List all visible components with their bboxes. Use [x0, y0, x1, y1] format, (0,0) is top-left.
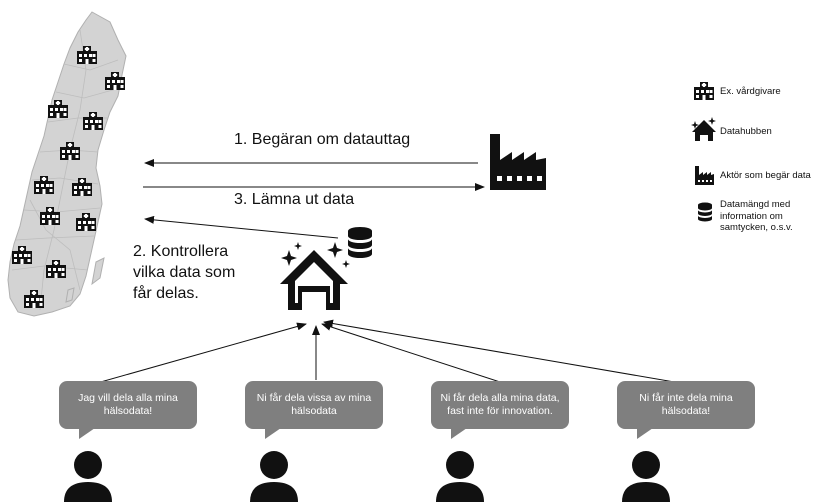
bubble-share-none: Ni får inte dela mina hälsodata! — [617, 381, 755, 439]
step-check-line-1: 2. Kontrollera — [133, 243, 229, 260]
consent-lines — [89, 319, 687, 386]
check-arrow — [144, 215, 339, 239]
legend-item-factory: Aktör som begär data — [720, 170, 811, 181]
person-icon — [64, 451, 112, 502]
bubble-share-no-innovation: Ni får dela alla mina data, fast inte fö… — [431, 381, 569, 439]
person-icon — [622, 451, 670, 502]
step-check-label: 2. Kontrollera vilka data som får delas. — [133, 241, 235, 304]
legend-item-database: Datamängd med information om samtycken, … — [720, 199, 793, 233]
step-check-line-2: vilka data som — [133, 264, 236, 281]
bubble-share-some: Ni får dela vissa av mina hälsodata — [245, 381, 383, 439]
legend-datahub-icon — [691, 117, 716, 141]
person-icon — [250, 451, 298, 502]
bubble-share-all: Jag vill dela alla mina hälsodata! — [59, 381, 197, 439]
factory-icon — [490, 134, 546, 190]
person-icon — [436, 451, 484, 502]
legend-hospital-icon — [694, 82, 714, 100]
step-release-label: 3. Lämna ut data — [234, 191, 355, 208]
step-check-line-3: får delas. — [133, 285, 199, 302]
legend-factory-icon — [695, 166, 714, 185]
legend-database-icon — [698, 202, 712, 222]
sweden-map — [7, 11, 127, 317]
datahub-house-icon — [280, 242, 350, 310]
legend-item-hospital: Ex. vårdgivare — [720, 86, 781, 97]
legend-item-datahub: Datahubben — [720, 126, 772, 137]
database-icon — [348, 227, 372, 258]
step-request-label: 1. Begäran om datauttag — [234, 131, 411, 148]
